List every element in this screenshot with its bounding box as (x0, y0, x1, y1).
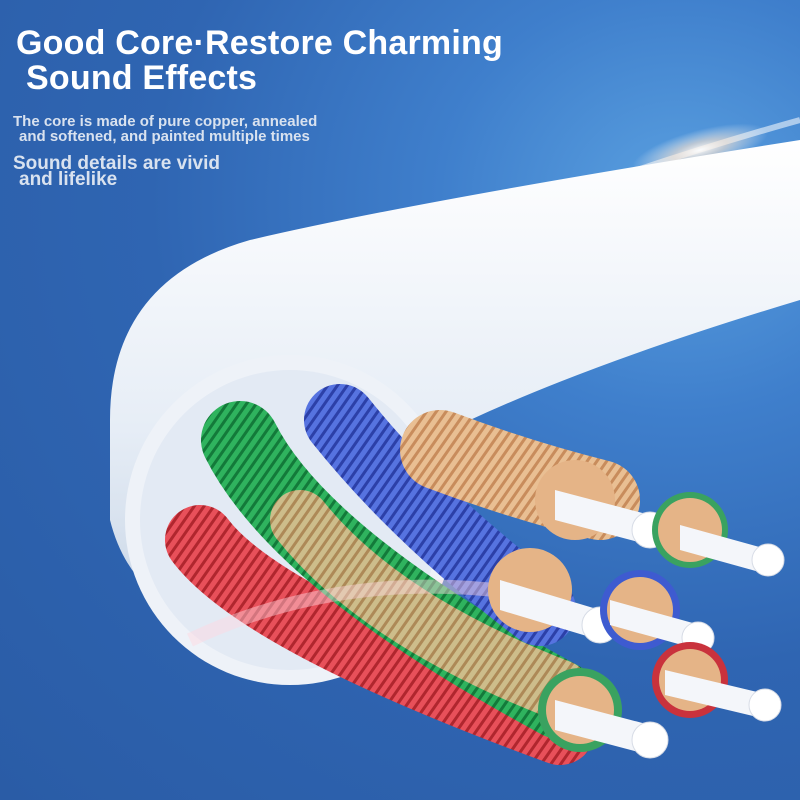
bundle-6 (538, 668, 669, 759)
bundle-5 (652, 642, 782, 722)
headline-line-1: Good Core·Restore Charming (16, 24, 503, 62)
headline-line-2: Sound Effects (26, 59, 258, 97)
bundle-2 (652, 492, 785, 577)
description-line-2: and softened, and painted multiple times (19, 128, 310, 145)
tagline-line-2: and lifelike (19, 169, 118, 190)
description-line-1: The core is made of pure copper, anneale… (13, 113, 318, 130)
tagline-line-1: Sound details are vivid (13, 153, 220, 174)
copper-core-middle (270, 490, 590, 720)
bundle-4 (600, 570, 715, 655)
bundle-3 (488, 548, 619, 644)
headline: Good Core·Restore Charming Sound Effects (16, 26, 503, 96)
tagline: Sound details are vivid and lifelike (13, 153, 220, 190)
description: The core is made of pure copper, anneale… (13, 114, 317, 144)
bundle-1 (535, 460, 669, 549)
strand-bundles (488, 460, 785, 759)
